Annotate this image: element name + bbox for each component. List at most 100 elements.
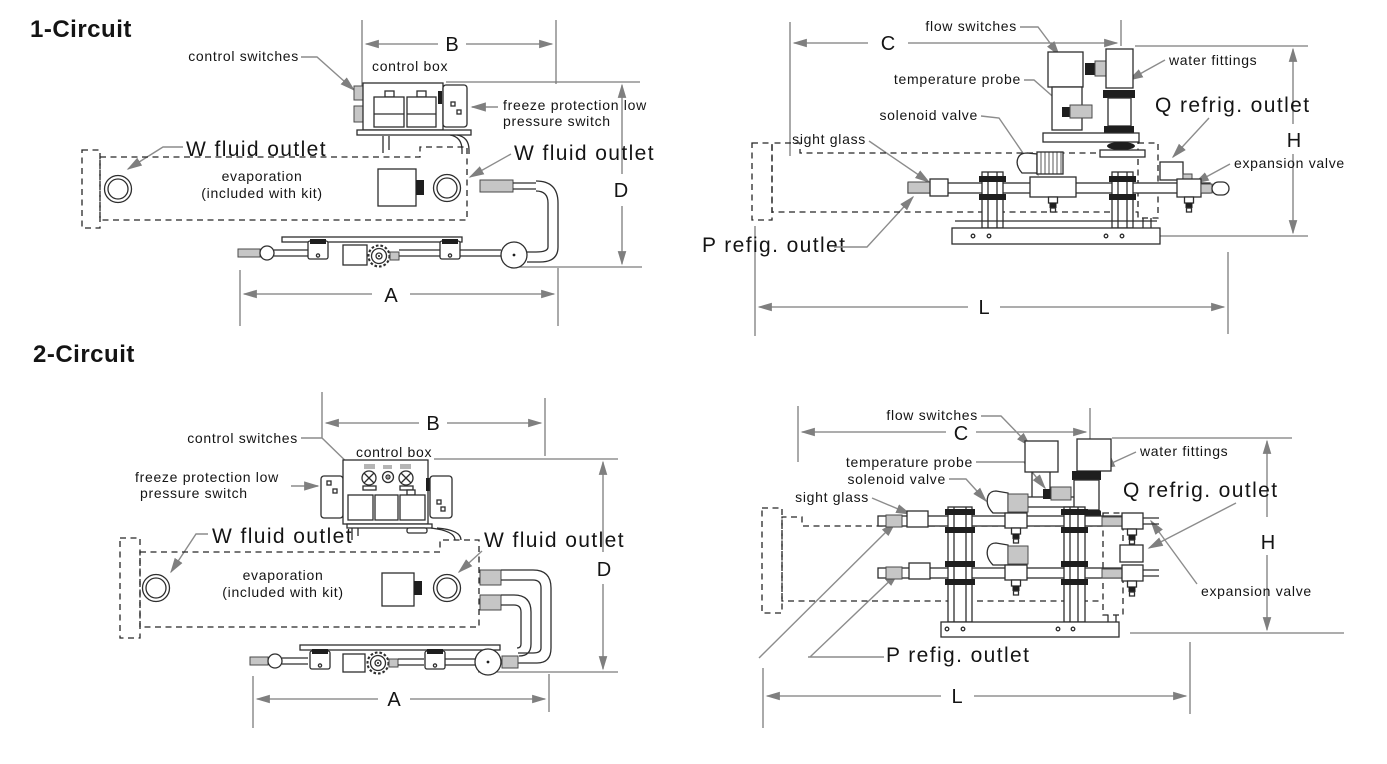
dimension-d: D [446,81,642,268]
dim-letter-h2: H [1261,532,1275,554]
label-freeze-protection2-2: pressure switch [140,485,248,501]
dimension-b2: B [321,392,546,456]
pipe-clamp [309,648,331,670]
flow-switch-assembly [1042,48,1146,158]
dimension-l: L [754,226,1229,336]
label-w-fluid-outlet-right: W fluid outlet [514,142,655,165]
leader-expansion-valve-2 [1150,519,1198,585]
label-freeze-protection-2: pressure switch [503,113,611,129]
label-water-fittings-2: water fittings [1139,443,1228,459]
refrig-outlet-box [1159,161,1184,181]
label-evaporation-note-2: (included with kit) [222,584,343,600]
fluid-outlet-circle-left [103,174,133,204]
label-p-refig-outlet: P refig. outlet [702,234,846,257]
leader-sight-glass [868,140,931,183]
label-water-fittings: water fittings [1168,52,1257,68]
pump-2 [474,648,502,676]
dim-letter-a2: A [387,689,401,711]
label-expansion-valve: expansion valve [1234,155,1345,171]
label-q-refrig-outlet-2: Q refrig. outlet [1123,479,1278,502]
sight-glass-row2 [908,562,931,580]
fluid-outlet-circle-right [432,173,462,203]
expansion-valve-row2 [1121,564,1159,597]
leader-p-refig-outlet [834,195,915,248]
dimension-d2: D [434,458,618,673]
label-expansion-valve-2: expansion valve [1201,583,1312,599]
dim-letter-l: L [978,297,989,319]
fluid-outlet-circle-2-right [432,573,462,603]
frame-post-left [979,171,1006,229]
solenoid-valve [1016,151,1077,213]
label-flow-switches-2: flow switches [886,407,978,423]
dimension-a2: A [252,674,550,728]
control-box-2 [320,459,462,541]
label-control-box-2: control box [356,444,432,460]
expansion-valve [1176,173,1230,213]
flow-switch-2 [1024,440,1059,473]
pump [500,241,528,269]
label-w-fluid-outlet-2-right: W fluid outlet [484,529,625,552]
label-freeze-protection2-1: freeze protection low [135,469,279,485]
dim-letter-c: C [881,33,895,55]
frame-post-right-2 [1061,506,1088,623]
dim-letter-b: B [445,34,458,56]
dimension-h2: H [1112,437,1344,634]
leader-w-fluid-outlet-left [126,146,183,170]
label-sight-glass-2: sight glass [795,489,869,505]
refrigerant-piping [907,151,1230,245]
sight-glass-row1 [906,510,929,528]
circuit2-side-view: C H L flow switches temperature probe so… [758,406,1344,728]
temperature-probe [1062,107,1070,117]
label-evaporation: evaporation [222,168,303,184]
refrigerant-piping-2 [877,491,1159,638]
valve-wheel-2 [366,651,390,675]
dimension-c2: C [797,406,1091,462]
label-sight-glass: sight glass [792,131,866,147]
leader-q-refrig-outlet [1171,117,1210,159]
label-solenoid-valve-2: solenoid valve [847,471,946,487]
flow-switch-assembly-2 [1021,438,1112,526]
leader-solenoid-valve-2 [949,478,988,503]
dim-letter-l2: L [951,686,962,708]
piping [237,179,559,269]
dim-letter-d: D [614,180,628,202]
label-control-box: control box [372,58,448,74]
leader-water-fittings [1127,59,1166,81]
leader-temperature-probe-2 [976,461,1046,490]
expansion-valve-row1 [1121,512,1159,545]
label-flow-switches: flow switches [925,18,1017,34]
pipe-clamp [439,238,461,260]
piping-2 [249,569,552,676]
label-solenoid-valve: solenoid valve [879,107,978,123]
label-control-switches-2: control switches [187,430,298,446]
flow-switch [1047,51,1084,88]
label-control-switches: control switches [188,48,299,64]
sight-glass [929,178,949,197]
frame-post-right [1109,171,1136,229]
dimension-l2: L [762,642,1191,728]
frame-post-left-2 [945,506,975,623]
base-plate [951,227,1161,245]
label-temperature-probe: temperature probe [894,71,1021,87]
label-evaporation-2: evaporation [243,567,324,583]
temperature-probe-2 [1043,489,1051,499]
fluid-outlet-circle-2-left [141,573,171,603]
pipe-clamp [307,238,329,260]
dim-letter-b2: B [426,413,439,435]
evaporator-shell-outline [751,142,1159,231]
leader-w-fluid-outlet-right [468,153,512,178]
label-evaporation-note: (included with kit) [201,185,322,201]
section-title-1: 1-Circuit [30,16,132,43]
circuit1-side-view: C H L flow switches temperature probe so… [702,18,1345,336]
evaporator-outline [81,146,468,229]
leader-p-refig-outlet-2 [758,521,900,659]
label-w-fluid-outlet-left: W fluid outlet [186,138,327,161]
freeze-protection-switch-2 [320,475,344,519]
water-fittings-column [1103,48,1135,133]
leader-flow-switches-2 [981,415,1032,448]
control-knob-1 [361,470,377,491]
leader-sight-glass-2 [871,497,912,515]
control-box [353,82,472,154]
leader-w-fluid-outlet-2-left [170,533,208,574]
